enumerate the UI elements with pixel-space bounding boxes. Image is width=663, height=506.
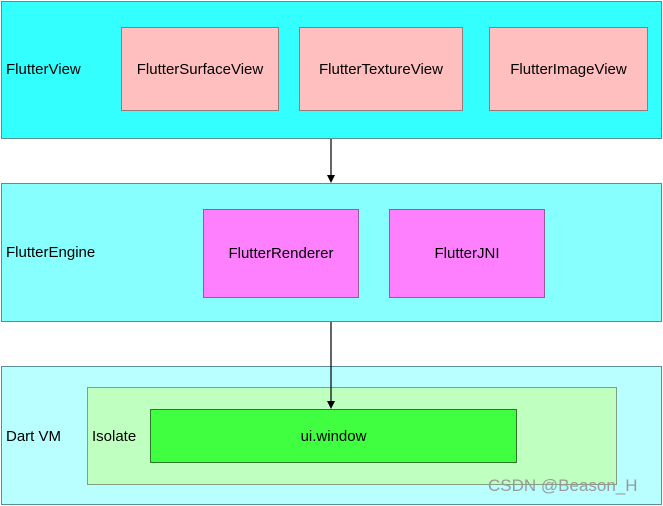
flutter-renderer-box: FlutterRenderer xyxy=(203,209,359,298)
flutter-surface-view-box: FlutterSurfaceView xyxy=(121,27,279,111)
flutter-texture-view-box: FlutterTextureView xyxy=(299,27,463,111)
ui-window-box: ui.window xyxy=(150,409,517,463)
isolate-label: Isolate xyxy=(92,428,137,445)
dart-vm-label: Dart VM xyxy=(6,428,62,445)
flutter-image-view-box: FlutterImageView xyxy=(489,27,648,111)
flutter-jni-box: FlutterJNI xyxy=(389,209,545,298)
flutter-engine-label: FlutterEngine xyxy=(6,244,96,261)
flutter-view-label: FlutterView xyxy=(6,61,81,78)
watermark: CSDN @Beason_H xyxy=(488,476,638,495)
